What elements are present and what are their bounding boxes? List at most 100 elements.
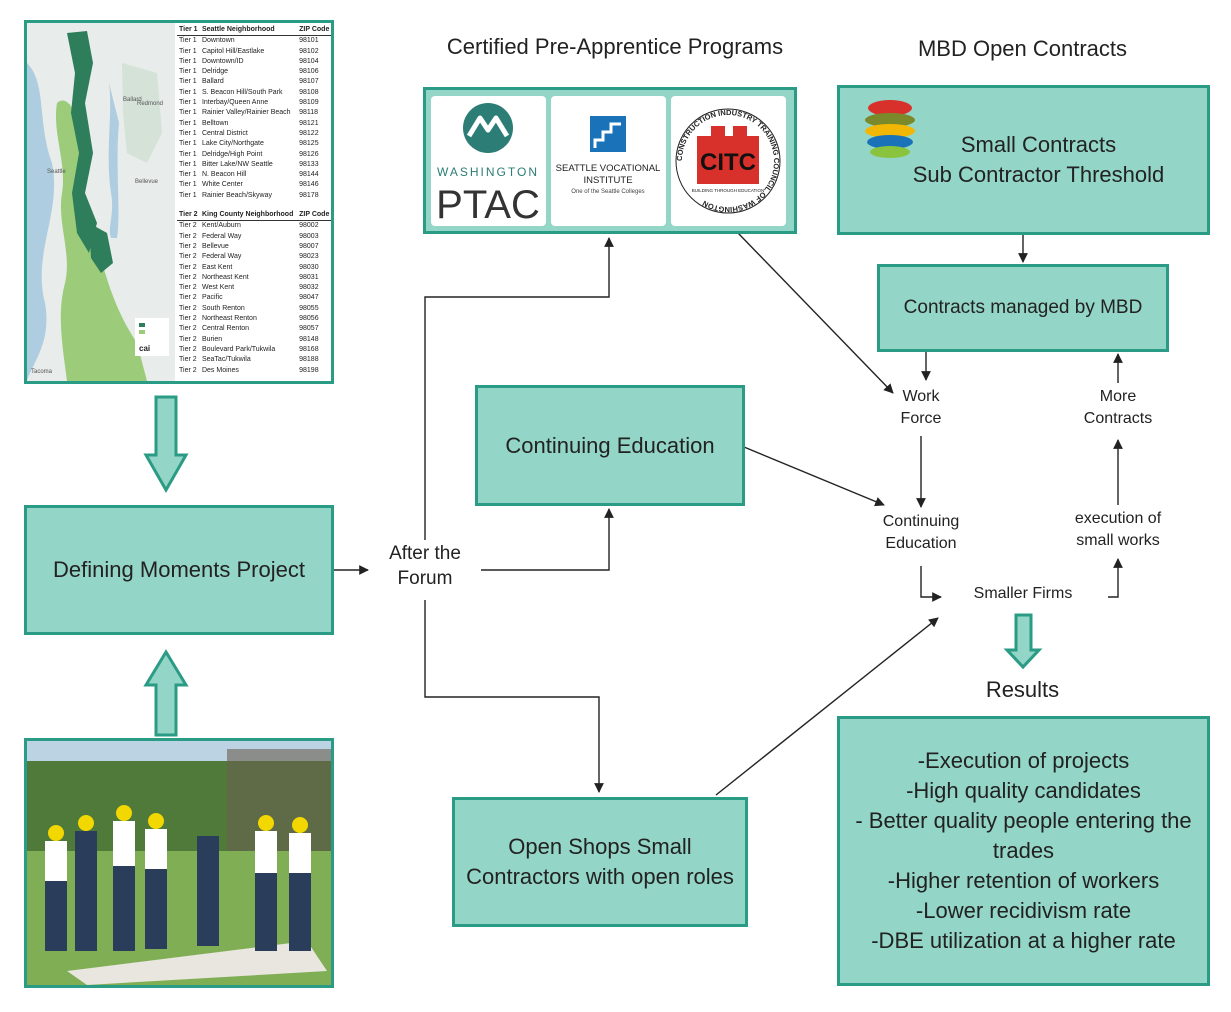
map-legend-brand: cai	[139, 344, 150, 353]
more-contracts-line: Contracts	[1083, 410, 1153, 427]
open-shops-box: Open Shops Small Contractors with open r…	[452, 797, 748, 927]
mbd-header: MBD Open Contracts	[917, 36, 1128, 61]
map-frame: Ballard Redmond Seattle Bellevue Tacoma …	[24, 20, 334, 384]
execution-label: execution of small works	[1058, 508, 1178, 552]
big-arrow-map-down	[143, 395, 189, 494]
arrow-firms-to-execution	[1108, 558, 1123, 598]
workers-photo	[24, 738, 334, 988]
citc-logo: CONSTRUCTION INDUSTRY TRAINING COUNCIL O…	[671, 96, 786, 226]
map-label: Ballard	[123, 97, 142, 103]
execution-line: small works	[1076, 532, 1160, 549]
cont-edu-label: Continuing Education	[866, 511, 976, 555]
svi-line2: INSTITUTE	[583, 175, 632, 186]
open-shops-line: Contractors with open roles	[466, 864, 734, 889]
after-forum-line: After the	[389, 543, 461, 564]
work-force-line: Force	[900, 410, 942, 427]
map-label: Bellevue	[135, 179, 159, 185]
arrow-forum-to-continuing	[481, 508, 614, 571]
result-item: -Lower recidivism rate	[915, 898, 1132, 923]
map-label: Tacoma	[31, 369, 53, 375]
arrow-edu-to-firms	[920, 566, 942, 602]
results-list: -Execution of projects -High quality cand…	[855, 746, 1191, 956]
result-item: -Higher retention of workers	[887, 868, 1160, 893]
result-item: -DBE utilization at a higher rate	[871, 928, 1176, 953]
arrow-forum-to-openshops	[424, 600, 604, 793]
results-header: Results	[985, 677, 1060, 702]
result-item: trades	[992, 838, 1055, 863]
defining-moments-label: Defining Moments Project	[53, 557, 305, 582]
seattle-map: Ballard Redmond Seattle Bellevue Tacoma …	[27, 23, 175, 381]
small-contracts-line: Sub Contractor Threshold	[912, 162, 1165, 187]
arrow-continuing-to-label	[743, 446, 885, 507]
svi-logo: SEATTLE VOCATIONAL INSTITUTE One of the …	[551, 96, 666, 226]
big-arrow-photo-up	[143, 649, 189, 737]
smaller-firms-label: Smaller Firms	[973, 585, 1073, 602]
small-contracts-box: Small Contracts Sub Contractor Threshold	[837, 85, 1210, 235]
arrow-forum-to-programs	[424, 237, 614, 540]
work-force-label: Work Force	[876, 386, 966, 430]
cont-edu-line: Education	[885, 535, 957, 552]
arrow-openshops-to-firms	[715, 617, 939, 796]
map-label: Redmond	[137, 101, 163, 107]
managed-by-mbd-box: Contracts managed by MBD	[877, 264, 1169, 352]
map-label: Seattle	[47, 169, 66, 175]
arrow-programs-to-workforce	[737, 232, 894, 394]
result-item: -High quality candidates	[906, 778, 1141, 803]
work-force-line: Work	[902, 388, 940, 405]
programs-box: WASHINGTON PTAC SEATTLE VOCATIONAL INSTI…	[423, 87, 797, 234]
more-contracts-label: More Contracts	[1068, 386, 1168, 430]
ptac-bottom-text: PTAC	[436, 183, 540, 226]
continuing-education-box: Continuing Education	[475, 385, 745, 506]
programs-header: Certified Pre-Apprentice Programs	[446, 34, 784, 59]
results-box: -Execution of projects -High quality cand…	[837, 716, 1210, 986]
open-shops-line: Open Shops Small	[508, 834, 692, 859]
ptac-top-text: WASHINGTON	[437, 165, 539, 179]
execution-line: execution of	[1074, 510, 1162, 527]
continuing-education-label: Continuing Education	[505, 432, 715, 458]
svi-line1: SEATTLE VOCATIONAL	[556, 163, 661, 174]
mbd-logo	[865, 100, 915, 158]
svi-line3: One of the Seattle Colleges	[571, 189, 644, 195]
citc-center-text: CITC	[700, 149, 756, 176]
defining-moments-box: Defining Moments Project	[24, 505, 334, 635]
photo-illustration	[27, 741, 331, 985]
after-forum-label: After the Forum	[370, 542, 480, 591]
citc-tag-text: BUILDING THROUGH EDUCATION	[692, 188, 765, 193]
after-forum-line: Forum	[397, 567, 453, 589]
ptac-logo: WASHINGTON PTAC	[431, 96, 546, 226]
big-arrow-results-down	[1003, 613, 1043, 670]
result-item: -Execution of projects	[917, 748, 1130, 773]
